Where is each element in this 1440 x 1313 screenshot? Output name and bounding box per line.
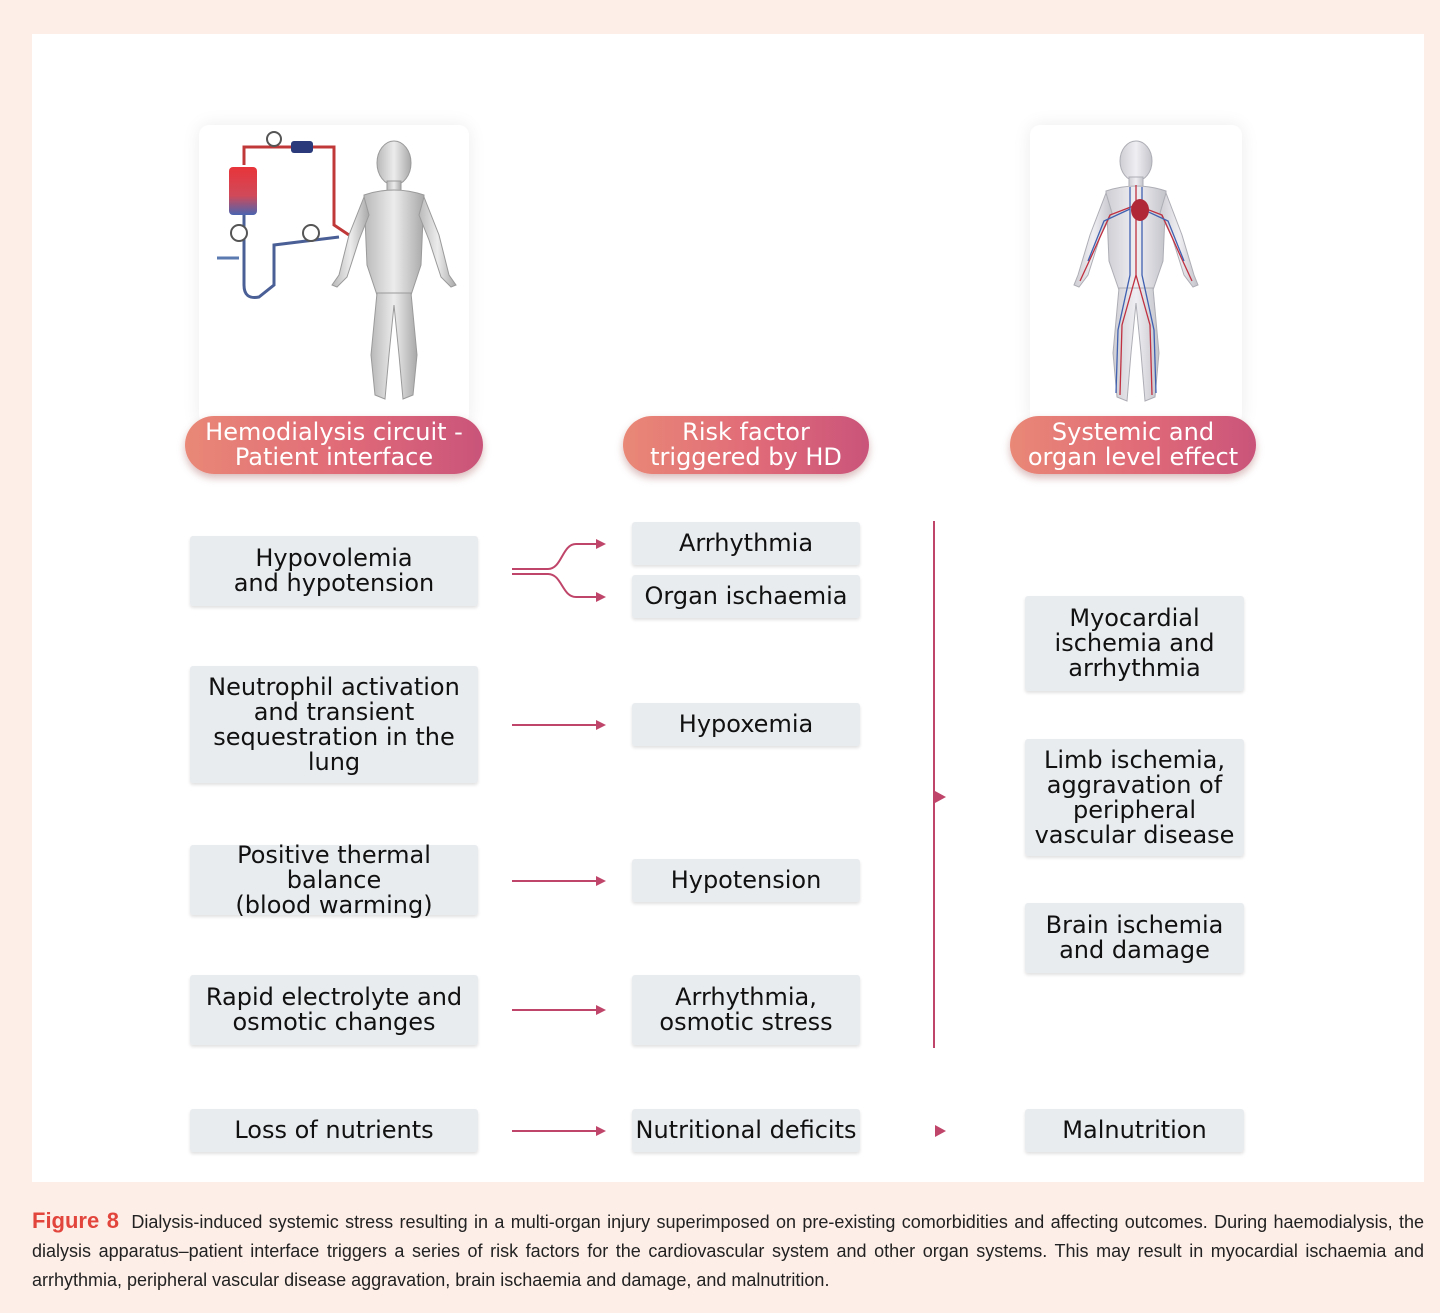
box-line: sequestration in the xyxy=(213,722,455,751)
box-line: lung xyxy=(307,747,361,776)
header-systemic-effect: Systemic and organ level effect xyxy=(1010,416,1256,474)
box-line: arrhythmia xyxy=(1068,654,1201,682)
effect-box-brain-ischemia: Brain ischemia and damage xyxy=(1025,903,1244,973)
arrowhead xyxy=(596,592,606,602)
box-line: Hypovolemia xyxy=(255,544,413,572)
header-line: Hemodialysis circuit - xyxy=(205,418,463,446)
fork-arrow-lower xyxy=(512,573,598,598)
hemodialysis-illustration xyxy=(199,125,469,425)
cause-box-nutrients: Loss of nutrients xyxy=(190,1109,478,1152)
caption-text: Dialysis-induced systemic stress resulti… xyxy=(32,1212,1424,1290)
cause-box-thermal: Positive thermal balance (blood warming) xyxy=(190,840,478,919)
box-line: and hypotension xyxy=(233,569,435,597)
header-line: Systemic and xyxy=(1051,418,1215,446)
fork-arrow-upper xyxy=(512,543,598,570)
box-line: (blood warming) xyxy=(235,890,433,919)
effect-box-malnutrition: Malnutrition xyxy=(1025,1109,1244,1152)
box-line: Arrhythmia xyxy=(678,529,814,557)
header-hemodialysis-circuit: Hemodialysis circuit - Patient interface xyxy=(185,416,483,474)
cause-box-electrolyte: Rapid electrolyte and osmotic changes xyxy=(190,975,478,1045)
effect-box-myocardial: Myocardial ischemia and arrhythmia xyxy=(1025,596,1244,691)
box-line: Hypotension xyxy=(670,866,822,894)
box-line: vascular disease xyxy=(1034,820,1235,849)
arrowhead xyxy=(596,539,606,549)
box-line: Nutritional deficits xyxy=(635,1116,857,1144)
header-line: triggered by HD xyxy=(650,443,842,471)
box-line: Hypoxemia xyxy=(678,710,814,738)
box-line: Rapid electrolyte and xyxy=(205,983,463,1011)
cause-box-neutrophil: Neutrophil activation and transient sequ… xyxy=(190,666,478,783)
box-line: Loss of nutrients xyxy=(234,1116,434,1144)
box-line: and damage xyxy=(1059,936,1210,964)
box-line: Limb ischemia, xyxy=(1043,745,1225,774)
box-line: osmotic changes xyxy=(232,1008,436,1036)
box-line: Arrhythmia, xyxy=(675,983,817,1011)
arrowhead xyxy=(596,1005,606,1015)
box-line: ischemia and xyxy=(1054,629,1215,657)
box-line: Brain ischemia xyxy=(1045,911,1224,939)
risk-box-hypoxemia: Hypoxemia xyxy=(632,703,860,746)
box-line: Myocardial xyxy=(1069,604,1200,632)
caption-label: Figure 8 xyxy=(32,1208,119,1233)
risk-box-osmotic-stress: Arrhythmia, osmotic stress xyxy=(632,975,860,1045)
figure-caption: Figure 8 Dialysis-induced systemic stres… xyxy=(32,1206,1424,1295)
arrowhead xyxy=(596,876,606,886)
box-line: aggravation of xyxy=(1046,770,1223,799)
risk-box-nutritional-deficits: Nutritional deficits xyxy=(632,1109,860,1152)
risk-box-hypotension: Hypotension xyxy=(632,859,860,902)
box-line: Malnutrition xyxy=(1062,1116,1207,1144)
bracket-arrowhead xyxy=(935,791,946,803)
malnutrition-arrowhead xyxy=(935,1125,946,1137)
arrowhead xyxy=(596,1126,606,1136)
box-line: Positive thermal balance xyxy=(237,840,431,894)
header-line: Risk factor xyxy=(682,418,810,446)
box-line: and transient xyxy=(253,697,415,726)
box-line: peripheral xyxy=(1073,795,1196,824)
circulatory-illustration xyxy=(1030,125,1242,425)
header-line: Patient interface xyxy=(234,443,434,471)
arrowhead xyxy=(596,720,606,730)
cause-box-hypovolemia: Hypovolemia and hypotension xyxy=(190,536,478,606)
box-line: Organ ischaemia xyxy=(644,582,848,610)
box-line: osmotic stress xyxy=(659,1008,833,1036)
risk-box-organ-ischaemia: Organ ischaemia xyxy=(632,575,860,618)
effect-box-limb-ischemia: Limb ischemia, aggravation of peripheral… xyxy=(1025,739,1244,856)
box-line: Neutrophil activation xyxy=(208,672,460,701)
header-line: organ level effect xyxy=(1027,443,1239,471)
header-risk-factor: Risk factor triggered by HD xyxy=(623,416,869,474)
risk-box-arrhythmia: Arrhythmia xyxy=(632,522,860,565)
